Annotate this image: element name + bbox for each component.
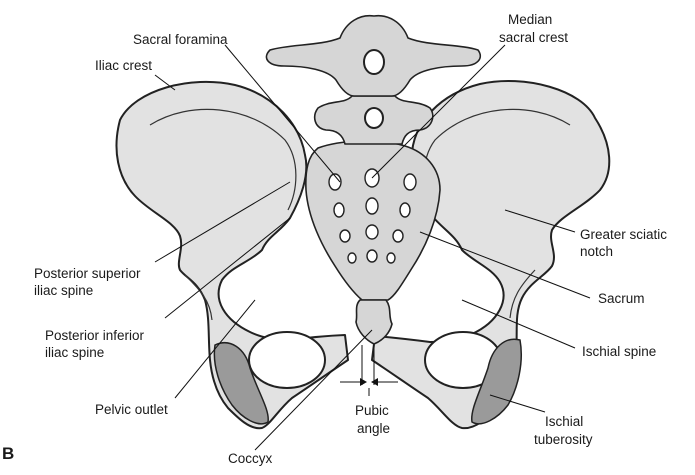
label-ischial-spine: Ischial spine (582, 344, 656, 360)
label-pubic-angle-1: Pubic (355, 403, 389, 419)
label-psis-2: iliac spine (34, 283, 93, 299)
label-piis-1: Posterior inferior (45, 328, 144, 344)
left-obturator-foramen (249, 332, 325, 388)
label-iliac-crest: Iliac crest (95, 58, 152, 74)
label-coccyx: Coccyx (228, 451, 272, 467)
label-median-sacral-crest-2: sacral crest (499, 30, 568, 46)
panel-letter: B (2, 446, 14, 462)
label-sacral-foramina: Sacral foramina (133, 32, 228, 48)
label-ischial-tuberosity-1: Ischial (545, 414, 583, 430)
label-sacrum: Sacrum (598, 291, 645, 307)
label-ischial-tuberosity-2: tuberosity (534, 432, 593, 448)
label-psis-1: Posterior superior (34, 266, 141, 282)
label-pubic-angle-2: angle (357, 421, 390, 437)
label-piis-2: iliac spine (45, 345, 104, 361)
label-greater-sciatic-notch-2: notch (580, 244, 613, 260)
label-median-sacral-crest-1: Median (508, 12, 552, 28)
label-pelvic-outlet: Pelvic outlet (95, 402, 168, 418)
label-greater-sciatic-notch-1: Greater sciatic (580, 227, 667, 243)
